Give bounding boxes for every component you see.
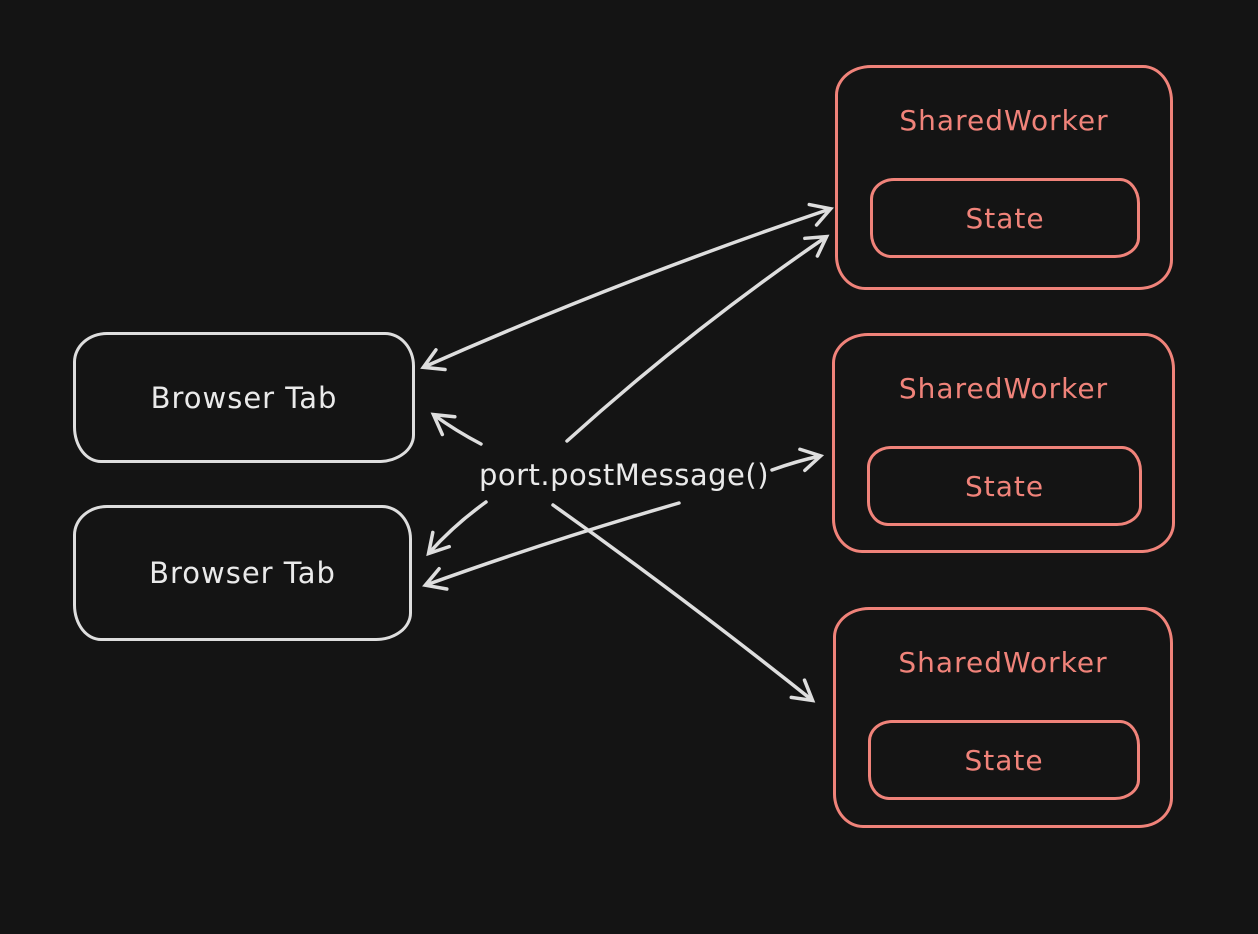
arrow-label-tab1 [430,412,483,446]
arrow-label-worker1 [565,234,830,443]
shared-worker-3-state-box: State [868,720,1140,800]
center-label: port.postMessage() [474,453,774,497]
arrow-label-tab2-lower [422,501,681,591]
shared-worker-3-label: SharedWorker [898,646,1108,679]
shared-worker-3-box: SharedWorker State [833,607,1173,828]
shared-worker-2-state-box: State [867,446,1142,526]
browser-tab-2-label: Browser Tab [149,556,336,590]
browser-tab-1-box: Browser Tab [73,332,415,463]
shared-worker-1-box: SharedWorker State [835,65,1173,290]
shared-worker-1-state-box: State [870,178,1140,258]
arrow-tab1-worker1 [420,202,834,372]
shared-worker-1-label: SharedWorker [899,104,1109,137]
arrow-label-tab2-upper [426,500,488,557]
browser-tab-1-label: Browser Tab [150,380,338,415]
arrow-label-worker2 [770,447,825,473]
browser-tab-2-box: Browser Tab [73,505,412,641]
arrow-label-worker3 [551,503,816,703]
shared-worker-2-label: SharedWorker [898,372,1109,405]
shared-worker-1-state-label: State [965,201,1045,235]
shared-worker-2-state-label: State [964,469,1045,503]
shared-worker-2-box: SharedWorker State [832,333,1175,553]
shared-worker-3-state-label: State [964,743,1044,777]
center-label-text: port.postMessage() [478,458,770,492]
